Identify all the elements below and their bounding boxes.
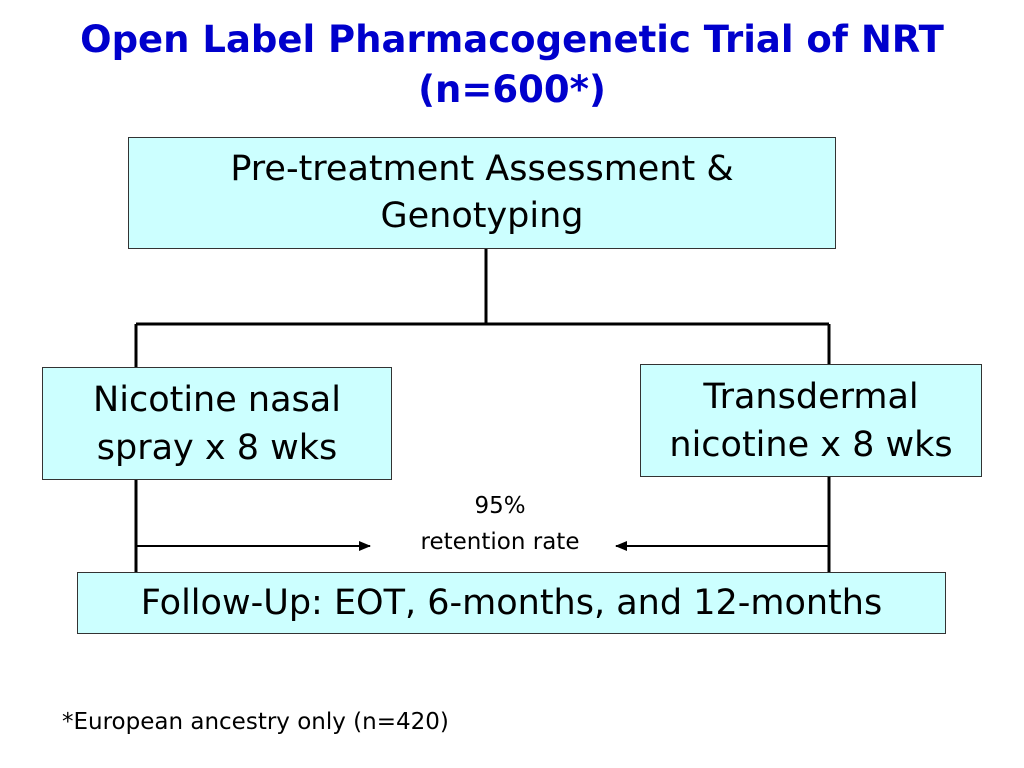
retention-percentage: 95%	[474, 493, 526, 519]
transdermal-line-1: Transdermal	[703, 376, 919, 417]
nasal-spray-line-2: spray x 8 wks	[96, 427, 338, 468]
pretreatment-assessment-box: Pre-treatment Assessment & Genotyping	[128, 137, 836, 249]
pretreatment-line-1: Pre-treatment Assessment &	[230, 149, 734, 189]
title-line-2: (n=600*)	[418, 68, 606, 111]
retention-label: retention rate	[420, 529, 580, 555]
nicotine-nasal-spray-box: Nicotine nasal spray x 8 wks	[42, 367, 392, 480]
follow-up-text: Follow-Up: EOT, 6-months, and 12-months	[140, 583, 883, 623]
transdermal-nicotine-box: Transdermal nicotine x 8 wks	[640, 364, 982, 477]
title-line-1: Open Label Pharmacogenetic Trial of NRT	[80, 18, 944, 61]
footnote: *European ancestry only (n=420)	[62, 709, 449, 735]
follow-up-box: Follow-Up: EOT, 6-months, and 12-months	[77, 572, 946, 634]
transdermal-line-2: nicotine x 8 wks	[669, 424, 953, 465]
nasal-spray-line-1: Nicotine nasal	[93, 379, 341, 420]
pretreatment-line-2: Genotyping	[380, 196, 584, 236]
